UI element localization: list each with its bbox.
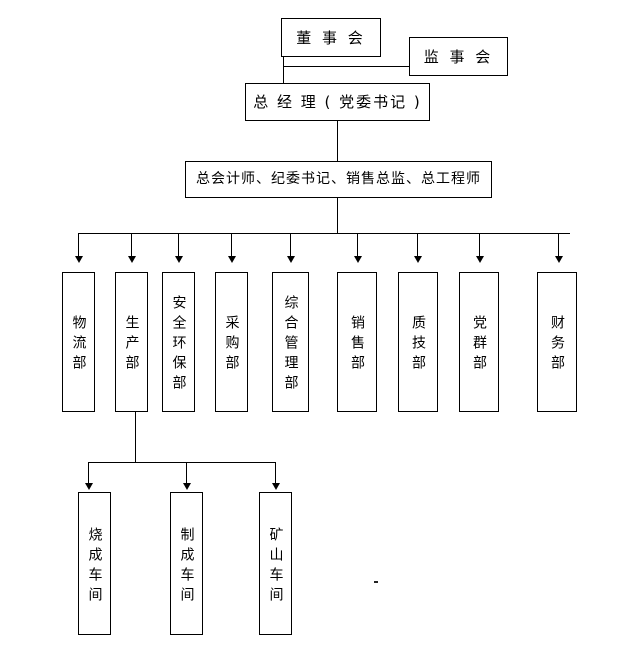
arrowhead-dept-6 bbox=[414, 256, 422, 263]
node-department-dangqun[interactable]: 党群部 bbox=[459, 272, 499, 412]
node-executives[interactable]: 总会计师、纪委书记、销售总监、总工程师 bbox=[185, 161, 492, 198]
arrowhead-workshop-1 bbox=[183, 483, 191, 490]
node-department-dangqun-label: 党群部 bbox=[471, 315, 487, 375]
connector-board-to-gm bbox=[283, 57, 284, 83]
arrowhead-dept-0 bbox=[75, 256, 83, 263]
arrowhead-dept-3 bbox=[228, 256, 236, 263]
node-supervisory-board[interactable]: 监 事 会 bbox=[409, 37, 508, 76]
node-department-shengchan-label: 生产部 bbox=[123, 315, 140, 375]
drop-line-dept-8 bbox=[558, 233, 559, 259]
node-department-caiwu-label: 财务部 bbox=[549, 315, 565, 375]
arrowhead-dept-8 bbox=[555, 256, 563, 263]
node-department-caigou-label: 采购部 bbox=[223, 315, 240, 375]
connector-gm-to-executives bbox=[337, 121, 338, 161]
node-general-manager[interactable]: 总 经 理 ( 党委书记 ) bbox=[245, 83, 430, 121]
arrowhead-workshop-2 bbox=[272, 483, 280, 490]
connector-board-to-supervisory bbox=[283, 66, 409, 67]
department-bus bbox=[78, 233, 570, 234]
node-department-wuliu-label: 物流部 bbox=[70, 315, 87, 375]
arrowhead-dept-1 bbox=[128, 256, 136, 263]
drop-line-workshop-1 bbox=[186, 462, 187, 486]
drop-line-dept-2 bbox=[178, 233, 179, 259]
artifact-dot bbox=[374, 581, 378, 583]
arrowhead-workshop-0 bbox=[85, 483, 93, 490]
node-supervisory-board-label: 监 事 会 bbox=[423, 47, 494, 66]
node-workshop-kuangshan-label: 矿山车间 bbox=[267, 526, 284, 607]
node-department-zonghe-label: 综合管理部 bbox=[282, 295, 299, 395]
drop-line-dept-1 bbox=[131, 233, 132, 259]
drop-line-workshop-2 bbox=[275, 462, 276, 486]
node-board-label: 董 事 会 bbox=[296, 28, 366, 47]
node-department-caiwu[interactable]: 财务部 bbox=[537, 272, 577, 412]
node-department-shengchan[interactable]: 生产部 bbox=[115, 272, 148, 412]
workshop-bus bbox=[88, 462, 276, 463]
drop-line-dept-3 bbox=[231, 233, 232, 259]
arrowhead-dept-2 bbox=[175, 256, 183, 263]
arrowhead-dept-5 bbox=[354, 256, 362, 263]
node-workshop-zhicheng-label: 制成车间 bbox=[178, 526, 195, 607]
node-department-wuliu[interactable]: 物流部 bbox=[62, 272, 95, 412]
node-workshop-shaocheng[interactable]: 烧成车间 bbox=[78, 492, 111, 635]
node-department-anquanhuanbao-label: 安全环保部 bbox=[170, 295, 187, 395]
node-general-manager-label: 总 经 理 ( 党委书记 ) bbox=[253, 93, 422, 111]
drop-line-dept-6 bbox=[417, 233, 418, 259]
node-department-zonghe[interactable]: 综合管理部 bbox=[272, 272, 309, 412]
connector-shengchan-down bbox=[135, 412, 136, 462]
drop-line-dept-7 bbox=[479, 233, 480, 259]
node-department-zhiji-label: 质技部 bbox=[410, 315, 426, 375]
connector-executives-down bbox=[337, 198, 338, 233]
arrowhead-dept-4 bbox=[287, 256, 295, 263]
drop-line-dept-0 bbox=[78, 233, 79, 259]
node-department-xiaoshou[interactable]: 销售部 bbox=[337, 272, 377, 412]
node-workshop-zhicheng[interactable]: 制成车间 bbox=[170, 492, 203, 635]
drop-line-dept-4 bbox=[290, 233, 291, 259]
node-department-zhiji[interactable]: 质技部 bbox=[398, 272, 438, 412]
arrowhead-dept-7 bbox=[476, 256, 484, 263]
drop-line-workshop-0 bbox=[88, 462, 89, 486]
drop-line-dept-5 bbox=[357, 233, 358, 259]
node-department-anquanhuanbao[interactable]: 安全环保部 bbox=[162, 272, 195, 412]
node-department-caigou[interactable]: 采购部 bbox=[215, 272, 248, 412]
node-department-xiaoshou-label: 销售部 bbox=[349, 315, 365, 375]
node-workshop-shaocheng-label: 烧成车间 bbox=[86, 526, 103, 607]
node-workshop-kuangshan[interactable]: 矿山车间 bbox=[259, 492, 292, 635]
node-executives-label: 总会计师、纪委书记、销售总监、总工程师 bbox=[196, 171, 481, 188]
node-board[interactable]: 董 事 会 bbox=[281, 18, 381, 57]
